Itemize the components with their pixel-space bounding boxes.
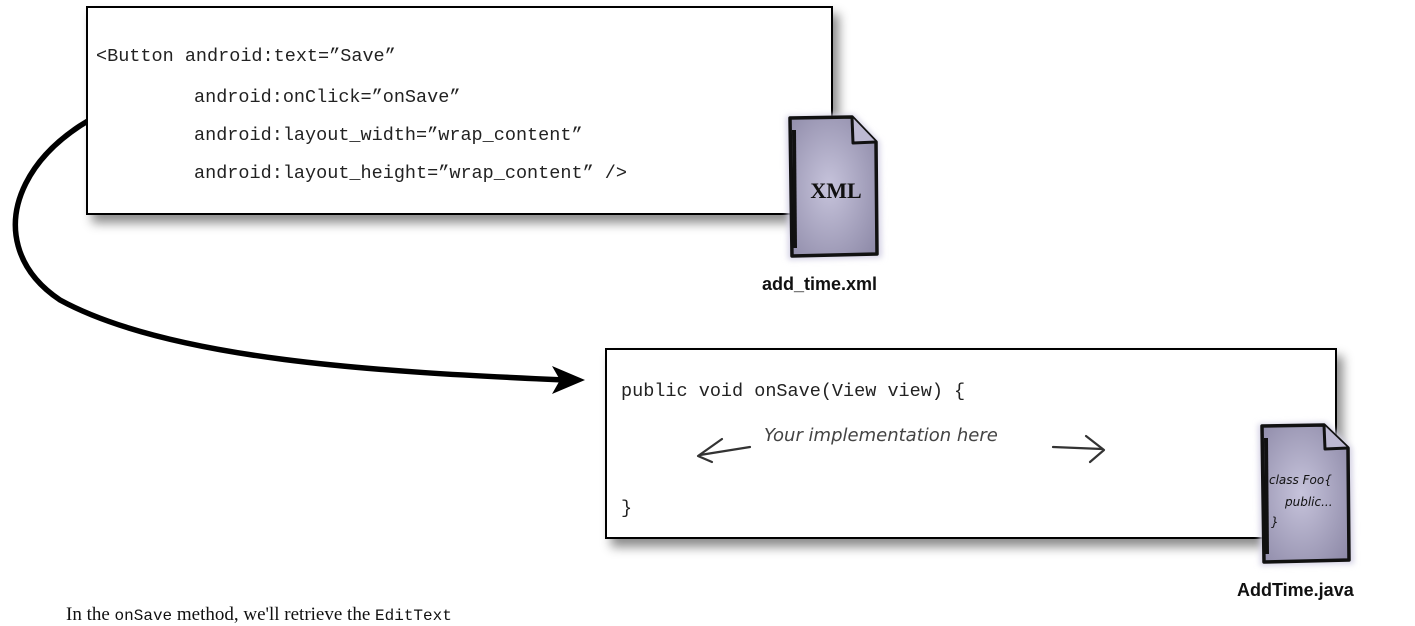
xml-line-1: <Button android:text=”Save” xyxy=(96,46,396,67)
xml-line-3: android:layout_width=”wrap_content” xyxy=(194,125,583,146)
java-icon-line-1: class Foo{ xyxy=(1269,473,1332,487)
xml-line-2: android:onClick=”onSave” xyxy=(194,87,461,108)
java-icon-line-2: public... xyxy=(1285,495,1333,509)
body-text-part-4: EditText xyxy=(375,607,452,625)
connector-arrowhead xyxy=(552,366,585,394)
java-code-box: public void onSave(View view) { } xyxy=(605,348,1337,539)
java-file-label: AddTime.java xyxy=(1237,580,1354,600)
java-line-3: } xyxy=(621,498,633,519)
body-text-part-3: method, we'll retrieve the xyxy=(176,604,376,625)
xml-file-icon: XML xyxy=(776,108,890,270)
xml-file-label: add_time.xml xyxy=(762,274,878,294)
java-file-icon: class Foo{ public... } xyxy=(1252,416,1362,574)
body-paragraph: In the onSave method, we'll retrieve the… xyxy=(66,604,452,626)
body-text-part-2: onSave xyxy=(114,607,173,625)
implementation-comment: Your implementation here xyxy=(764,425,998,446)
java-icon-line-3: } xyxy=(1271,515,1279,529)
xml-icon-text: XML xyxy=(810,178,862,203)
body-text-part-1: In the xyxy=(66,604,115,625)
java-line-1: public void onSave(View view) { xyxy=(621,381,966,402)
xml-line-4: android:layout_height=”wrap_content” /> xyxy=(194,163,627,184)
xml-code-box: <Button android:text=”Save” android:onCl… xyxy=(86,6,833,215)
